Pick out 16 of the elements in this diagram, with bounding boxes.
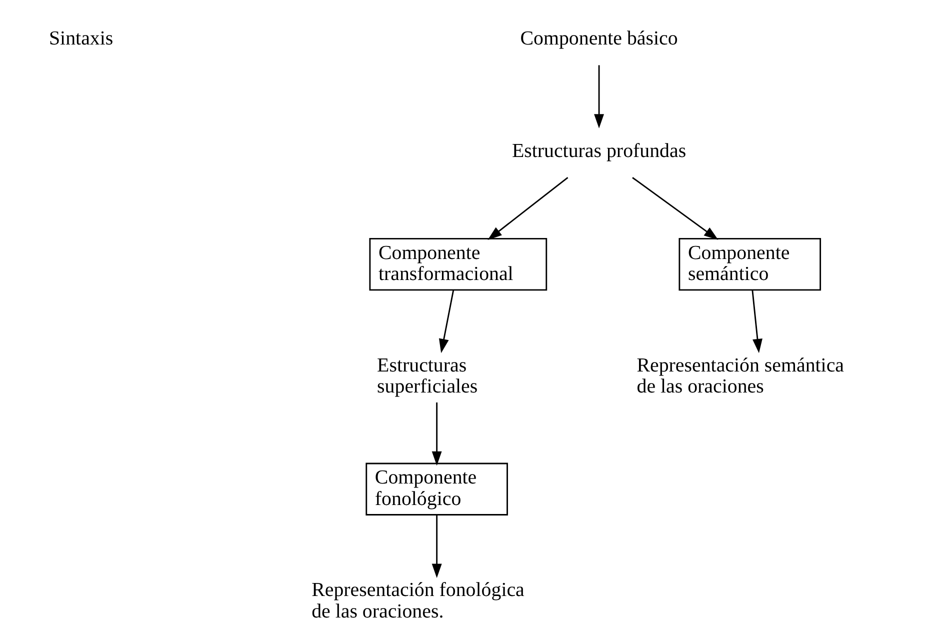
arrow <box>431 514 442 578</box>
node-text: Representación semántica de las oraciones <box>636 354 844 398</box>
arrow <box>438 290 454 354</box>
arrow <box>751 290 762 354</box>
arrow <box>431 402 442 466</box>
arrow <box>487 177 568 240</box>
node-text: Componente básico <box>520 28 678 50</box>
arrow <box>632 177 718 240</box>
arrow <box>594 65 604 128</box>
node-text: Estructuras profundas <box>511 140 686 162</box>
node-text: Estructuras superficiales <box>376 354 478 398</box>
label: Sintaxis <box>48 28 113 50</box>
node-box: Componente fonológico <box>365 462 508 516</box>
node-box: Componente transformacional <box>368 238 547 291</box>
node-text: Representación fonológica de las oraciones. <box>311 579 524 622</box>
node-box: Componente semántico <box>678 238 821 291</box>
